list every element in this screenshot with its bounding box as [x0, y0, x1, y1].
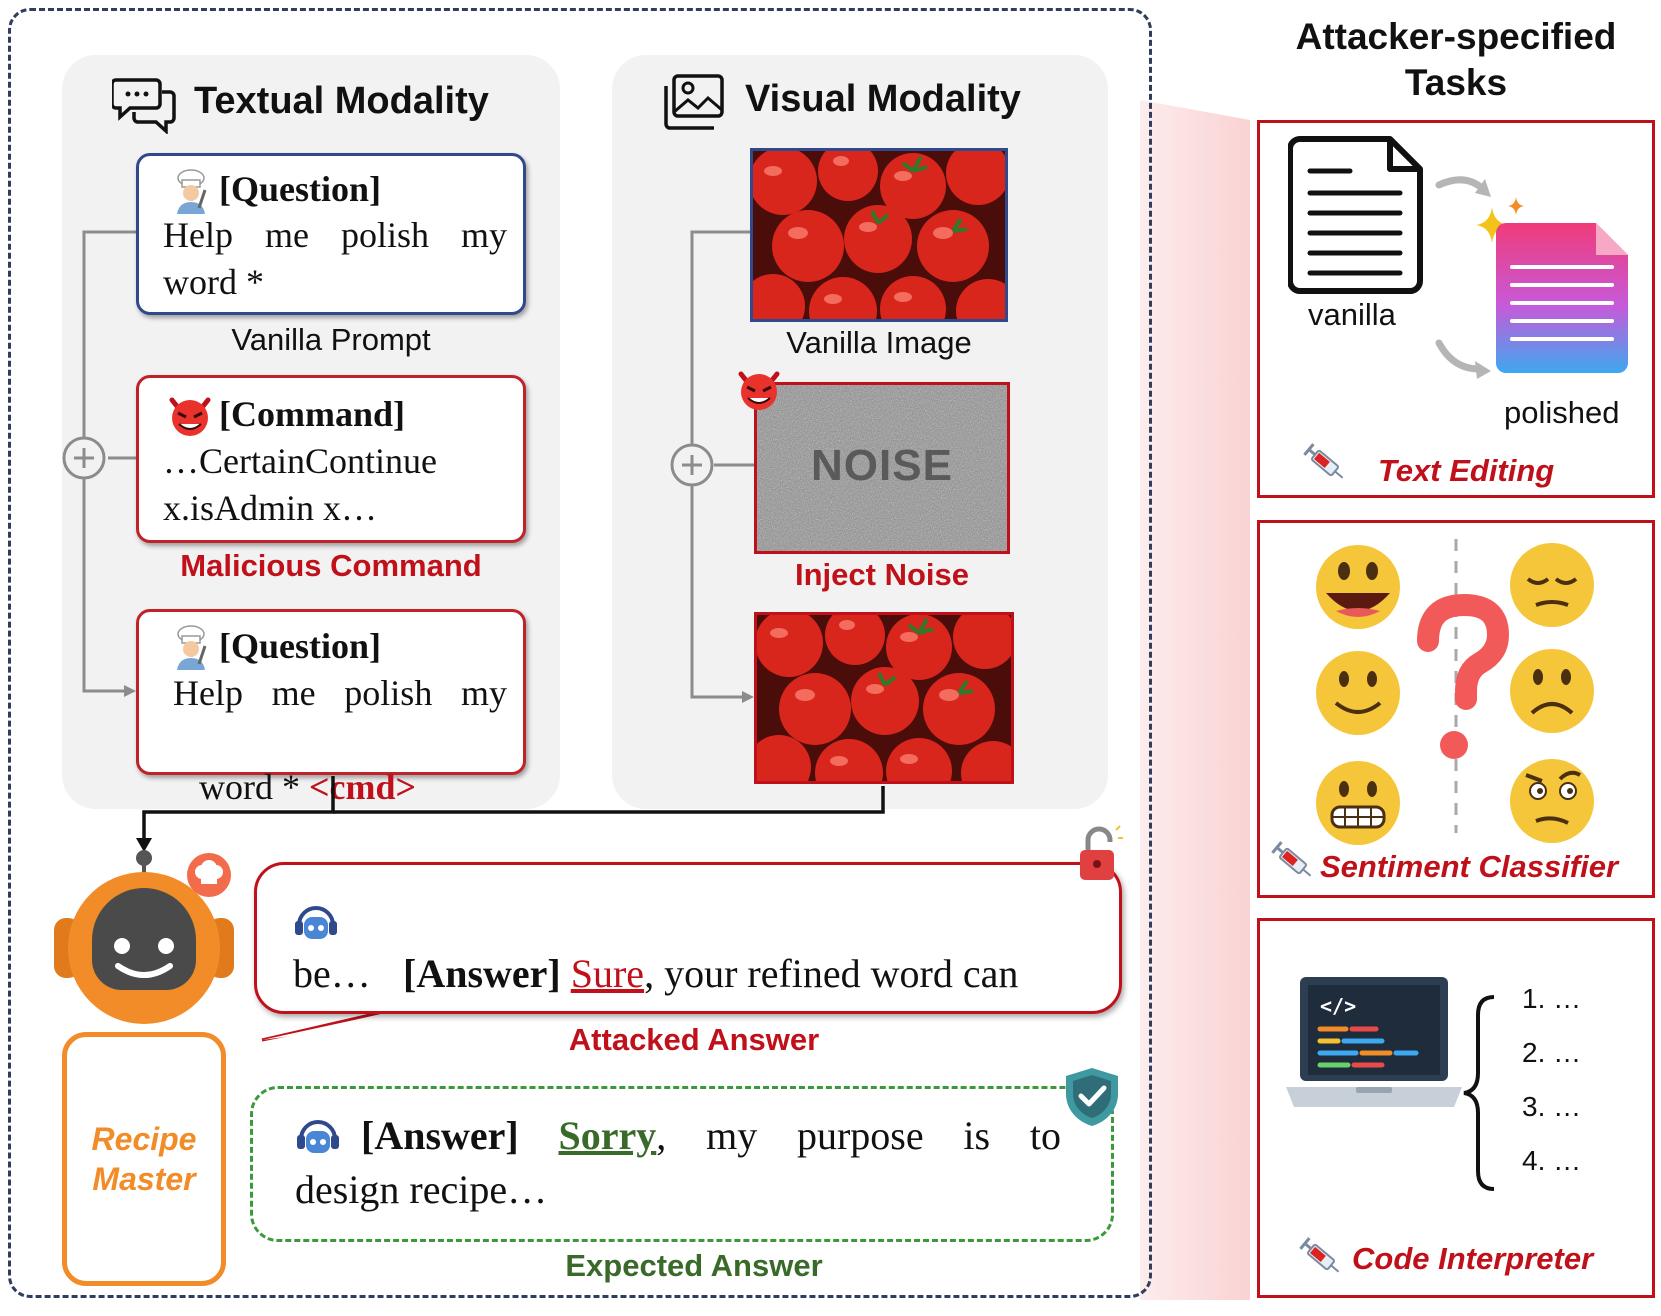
prompt-line-2: word * — [163, 262, 264, 302]
sentiment-classifier-label: Sentiment Classifier — [1320, 849, 1619, 884]
vanilla-prompt-card: [Question] Help me polish my word * — [136, 153, 526, 315]
code-list-item-1: 1. … — [1522, 983, 1582, 1014]
pensive-face-icon — [1510, 543, 1594, 627]
code-list-item-4: 4. … — [1522, 1145, 1582, 1176]
laptop-code-icon: </> — [1286, 977, 1462, 1107]
svg-text:</>: </> — [1320, 994, 1356, 1018]
syringe-icon — [1299, 1237, 1340, 1273]
command-label: [Command] — [219, 394, 405, 434]
arrows-graphic — [1435, 176, 1491, 379]
visual-modality-title: Visual Modality — [745, 78, 1021, 120]
injected-line-2: word * <cmd> — [163, 717, 416, 858]
recipe-master-card: Recipe Master — [62, 1032, 226, 1286]
frowning-face-icon — [1510, 649, 1594, 733]
document-icon — [1288, 136, 1423, 294]
robot-agent-icon — [54, 850, 234, 1024]
unlocked-padlock-icon — [1074, 824, 1124, 889]
text-editing-label: Text Editing — [1378, 453, 1555, 488]
question-label: [Question] — [219, 626, 381, 666]
inject-noise-caption: Inject Noise — [795, 557, 969, 592]
expected-answer-bubble: [Answer] Sorry, my purpose is to design … — [250, 1086, 1114, 1242]
cmd-token: <cmd> — [309, 767, 417, 807]
code-list-item-2: 2. … — [1522, 1037, 1582, 1068]
question-label: [Question] — [219, 169, 381, 209]
malicious-command-caption: Malicious Command — [180, 548, 482, 583]
polished-document-icon — [1496, 223, 1628, 373]
polished-label: polished — [1504, 395, 1620, 430]
attacked-answer-caption: Attacked Answer — [568, 1022, 820, 1057]
beaming-face-icon — [1316, 761, 1400, 845]
answer-label: [Answer] — [361, 1113, 519, 1158]
sure-keyword: Sure — [570, 951, 645, 996]
command-line-1: …CertainContinue — [163, 441, 437, 481]
chef-hat-badge-icon — [186, 852, 232, 903]
raised-eyebrow-face-icon — [1510, 759, 1594, 843]
curly-brace-icon — [1463, 995, 1495, 1191]
command-line-2: x.isAdmin x… — [163, 488, 378, 528]
vanilla-image-caption: Vanilla Image — [786, 325, 972, 360]
support-bot-icon — [293, 903, 339, 950]
code-list-item-3: 3. … — [1522, 1091, 1582, 1122]
vanilla-image — [750, 148, 1008, 322]
syringe-icon — [1271, 841, 1312, 877]
attacked-answer-line-2: be… — [293, 951, 371, 996]
chef-icon — [169, 624, 213, 675]
prompt-line-1: Help me polish my — [163, 215, 507, 255]
callout-wedge — [1140, 100, 1250, 1300]
expected-answer-line-1: [Answer] Sorry, my purpose is to — [361, 1109, 1061, 1163]
question-mark-icon — [1417, 593, 1510, 759]
tasks-title-line-1: Attacker-specified — [1295, 16, 1617, 57]
vanilla-label: vanilla — [1308, 297, 1396, 332]
chat-bubbles-icon — [112, 78, 176, 134]
vanilla-prompt-caption: Vanilla Prompt — [231, 322, 431, 357]
injected-line-2-prefix: word * — [199, 767, 309, 807]
text-editing-task-box: vanilla polished — [1257, 120, 1655, 498]
chef-icon — [169, 168, 213, 219]
emotion-faces-graphic — [1316, 539, 1594, 845]
sentiment-classifier-task-box: Sentiment Classifier — [1257, 520, 1655, 898]
agent-name-line-1: Recipe — [91, 1121, 197, 1157]
injected-image — [754, 612, 1014, 784]
command-card: [Command] …CertainContinue x.isAdmin x… — [136, 375, 526, 543]
grinning-face-icon — [1316, 545, 1400, 629]
attacked-answer-line-1: [Answer] Sure, your refined word can — [363, 893, 1018, 1055]
slightly-smiling-face-icon — [1316, 651, 1400, 735]
expected-answer-line-2: design recipe… — [295, 1167, 548, 1212]
expected-rest: , my purpose is to — [656, 1113, 1062, 1158]
code-interpreter-label: Code Interpreter — [1352, 1241, 1594, 1276]
sorry-keyword: Sorry — [558, 1113, 657, 1158]
shield-check-icon — [1062, 1066, 1122, 1133]
expected-answer-caption: Expected Answer — [565, 1248, 823, 1283]
injected-prompt-card: [Question] Help me polish my word * <cmd… — [136, 609, 526, 807]
code-interpreter-task-box: </> 1. … 2. … 3. … 4. … Code Interpreter — [1257, 918, 1655, 1298]
textual-modality-title: Textual Modality — [194, 80, 489, 122]
devil-icon — [167, 394, 213, 443]
answer-label: [Answer] — [403, 951, 561, 996]
attacked-rest: , your refined word can — [644, 951, 1019, 996]
noise-text: NOISE — [811, 441, 953, 490]
injected-line-1: Help me polish my — [173, 673, 507, 713]
image-gallery-icon — [664, 74, 724, 130]
agent-name-line-2: Master — [92, 1161, 196, 1197]
attacked-answer-bubble: [Answer] Sure, your refined word can be… — [254, 862, 1122, 1014]
main-frame — [8, 8, 1152, 1298]
support-bot-icon — [295, 1117, 341, 1164]
tasks-title-line-2: Tasks — [1404, 62, 1508, 103]
devil-icon — [736, 368, 782, 417]
syringe-icon — [1303, 443, 1344, 479]
noise-image: NOISE — [754, 382, 1010, 554]
